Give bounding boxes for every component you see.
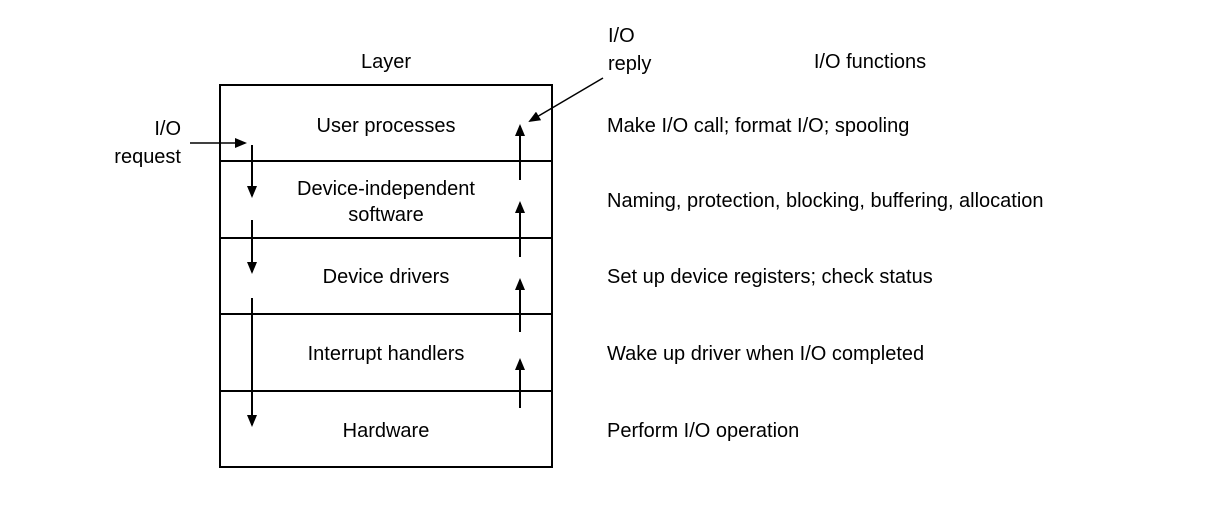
- function-interrupt-handlers: Wake up driver when I/O completed: [607, 343, 924, 365]
- layer-label-user-processes: User processes: [317, 115, 456, 137]
- layer-label-device-drivers: Device drivers: [323, 266, 450, 288]
- function-user-processes: Make I/O call; format I/O; spooling: [607, 115, 909, 137]
- function-device-independent: Naming, protection, blocking, buffering,…: [607, 190, 1044, 212]
- reply-arrow: [528, 77, 604, 123]
- functions-header: I/O functions: [814, 51, 926, 73]
- function-device-drivers: Set up device registers; check status: [607, 266, 933, 288]
- request-label-line2: request: [114, 146, 181, 168]
- layer-label-interrupt-handlers: Interrupt handlers: [308, 343, 465, 365]
- reply-label-line2: reply: [608, 53, 651, 75]
- function-hardware: Perform I/O operation: [607, 420, 799, 442]
- layer-header: Layer: [361, 51, 411, 73]
- request-label-line1: I/O: [154, 118, 181, 140]
- layer-label-device-independent-line2: software: [348, 204, 424, 226]
- reply-label-line1: I/O: [608, 25, 635, 47]
- layer-stack-box: [219, 84, 553, 468]
- layer-label-device-independent: Device-independent: [297, 178, 475, 200]
- layer-label-hardware: Hardware: [343, 420, 430, 442]
